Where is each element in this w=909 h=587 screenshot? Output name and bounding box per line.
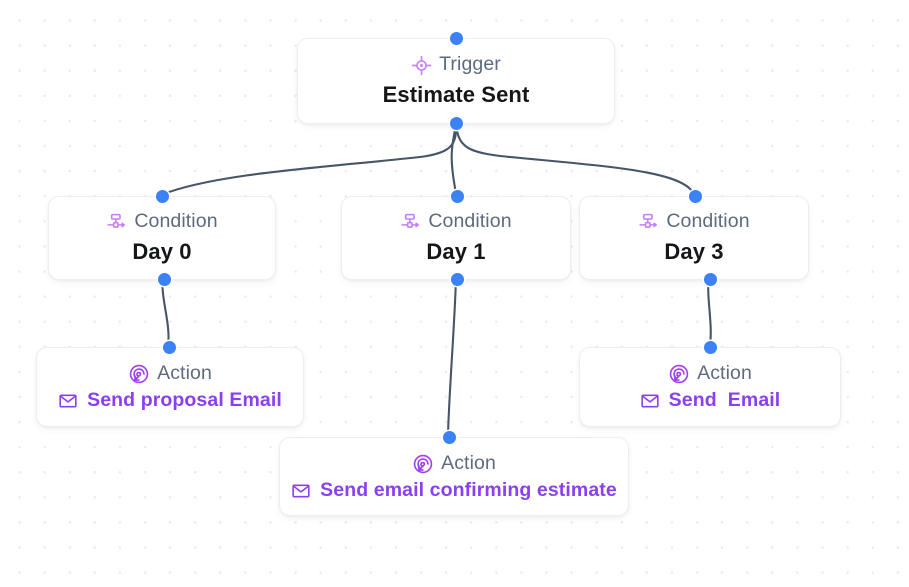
trigger-handle-top[interactable]	[450, 32, 463, 45]
action-proposal-type-label: Action	[157, 362, 212, 385]
condition-day1-title: Day 1	[426, 238, 486, 264]
branch-split-icon	[106, 212, 127, 233]
condition-day0-type-row: Condition	[106, 210, 218, 233]
envelope-icon	[291, 481, 311, 501]
action-proposal-sub-label: Send proposal Email	[87, 389, 282, 412]
condition-day3-handle-bottom[interactable]	[704, 273, 717, 286]
spiral-arrow-icon	[412, 453, 434, 475]
action-send-handle-top[interactable]	[704, 341, 717, 354]
condition-day1-type-label: Condition	[428, 210, 512, 233]
edge-trigger-to-day3	[454, 122, 696, 197]
condition-day0-title: Day 0	[132, 238, 192, 264]
envelope-icon	[640, 391, 660, 411]
node-condition-day3[interactable]: Condition Day 3	[579, 190, 809, 286]
action-send-sub-row: Send Email	[640, 391, 781, 411]
action-proposal-sub-row: Send proposal Email	[58, 391, 282, 411]
crosshair-target-icon	[411, 55, 432, 76]
action-send-type-label: Action	[697, 362, 752, 385]
condition-day0-handle-bottom[interactable]	[158, 273, 171, 286]
condition-day3-handle-top[interactable]	[689, 190, 702, 203]
trigger-type-row: Trigger	[411, 55, 501, 76]
action-proposal-type-row: Action	[128, 363, 212, 385]
node-action-confirm[interactable]: Action Send email confirming estimate	[279, 431, 629, 516]
condition-day1-handle-top[interactable]	[451, 190, 464, 203]
envelope-icon	[58, 391, 78, 411]
condition-day3-type-row: Condition	[638, 210, 750, 233]
action-send-type-row: Action	[668, 363, 752, 385]
edge-day1-to-action-confirm	[446, 275, 458, 437]
action-confirm-type-label: Action	[441, 451, 496, 474]
condition-day1-handle-bottom[interactable]	[451, 273, 464, 286]
action-send-sub-label: Send Email	[668, 389, 781, 412]
node-condition-day1[interactable]: Condition Day 1	[341, 190, 571, 286]
condition-day0-handle-top[interactable]	[156, 190, 169, 203]
edge-trigger-to-day0	[159, 122, 458, 197]
trigger-title: Estimate Sent	[382, 81, 530, 107]
action-confirm-type-row: Action	[412, 453, 496, 475]
condition-day3-type-label: Condition	[666, 210, 750, 233]
trigger-type-label: Trigger	[439, 53, 501, 76]
edge-trigger-to-day1	[450, 122, 458, 197]
spiral-arrow-icon	[128, 363, 150, 385]
action-proposal-handle-top[interactable]	[163, 341, 176, 354]
branch-split-icon	[400, 212, 421, 233]
edge-day3-to-action-send	[707, 275, 712, 347]
condition-day3-title: Day 3	[664, 238, 724, 264]
node-trigger[interactable]: Trigger Estimate Sent	[297, 32, 615, 130]
action-confirm-sub-row: Send email confirming estimate	[291, 478, 617, 501]
node-action-send[interactable]: Action Send Email	[579, 341, 841, 427]
branch-split-icon	[638, 212, 659, 233]
condition-day0-type-label: Condition	[134, 210, 218, 233]
action-confirm-handle-top[interactable]	[443, 431, 456, 444]
node-condition-day0[interactable]: Condition Day 0	[48, 190, 276, 286]
trigger-handle-bottom[interactable]	[450, 117, 463, 130]
edge-day0-to-action-proposal	[161, 275, 170, 347]
condition-day1-type-row: Condition	[400, 210, 512, 233]
node-action-proposal[interactable]: Action Send proposal Email	[36, 341, 304, 427]
spiral-arrow-icon	[668, 363, 690, 385]
action-confirm-sub-label: Send email confirming estimate	[320, 478, 617, 501]
